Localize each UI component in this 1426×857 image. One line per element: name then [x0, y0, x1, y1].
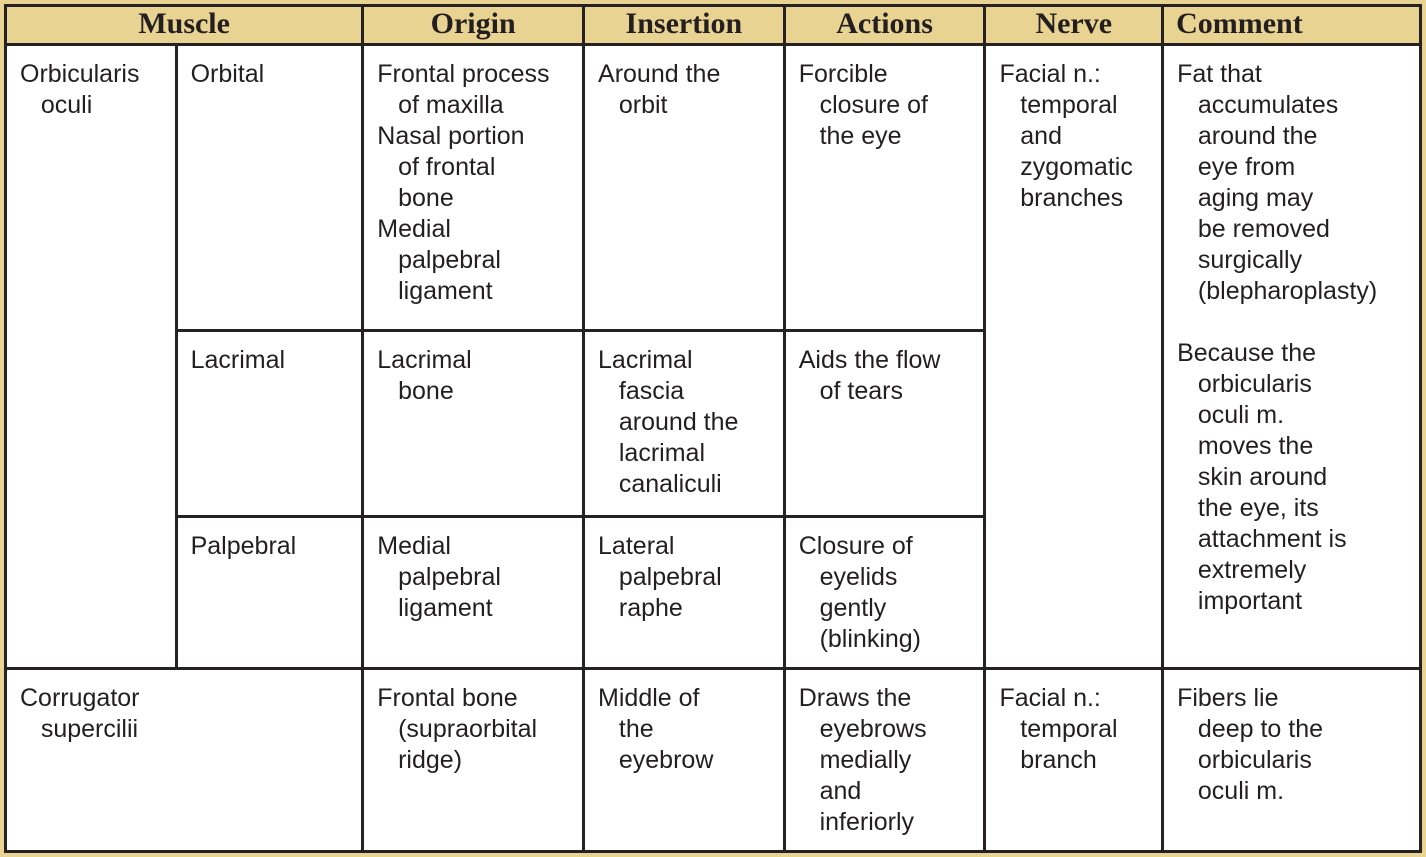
header-insertion: Insertion	[582, 4, 786, 46]
header-actions: Actions	[782, 4, 987, 46]
cell-muscle-orbicularis-oculi: Orbicularis oculi	[4, 43, 178, 670]
header-nerve: Nerve	[983, 4, 1165, 46]
cell-orbicularis-nerve: Facial n.: temporal and zygomatic branch…	[983, 43, 1165, 670]
cell-corrugator-insertion: Middle of the eyebrow	[582, 666, 786, 854]
cell-palpebral-actions: Closure of eyelids gently (blinking)	[782, 515, 987, 670]
cell-orbital-origin: Frontal process of maxilla Nasal portion…	[361, 42, 586, 333]
header-comment: Comment	[1161, 4, 1422, 46]
cell-corrugator-actions: Draws the eyebrows medially and inferior…	[782, 666, 987, 854]
header-muscle: Muscle	[3, 4, 365, 46]
cell-orbital-actions: Forcible closure of the eye	[782, 42, 987, 333]
row-orbicularis-lacrimal: Lacrimal Lacrimal bone Lacrimal fascia a…	[6, 329, 1421, 519]
cell-corrugator-comment: Fibers lie deep to the orbicularis oculi…	[1161, 666, 1422, 854]
cell-palpebral-origin: Medial palpebral ligament	[361, 515, 586, 670]
cell-part-palpebral: Palpebral	[174, 515, 365, 670]
cell-corrugator-nerve: Facial n.: temporal branch	[983, 666, 1165, 854]
row-orbicularis-orbital: Orbicularis oculi Orbital Frontal proces…	[4, 42, 1422, 670]
cell-palpebral-insertion: Lateral palpebral raphe	[582, 515, 786, 670]
facial-muscles-table: Muscle Origin Insertion Actions Nerve Co…	[3, 4, 1422, 854]
row-corrugator: Corrugator supercilii Frontal bone (supr…	[3, 666, 1422, 854]
cell-part-lacrimal: Lacrimal	[174, 329, 365, 519]
header-origin: Origin	[361, 4, 586, 46]
cell-lacrimal-origin: Lacrimal bone	[361, 329, 586, 519]
header-row: Muscle Origin Insertion Actions Nerve Co…	[3, 4, 1422, 46]
cell-orbicularis-comment: Fat that accumulates around the eye from…	[1161, 43, 1422, 670]
cell-lacrimal-actions: Aids the flow of tears	[782, 329, 987, 519]
cell-orbital-insertion: Around the orbit	[582, 42, 786, 333]
cell-lacrimal-insertion: Lacrimal fascia around the lacrimal cana…	[582, 329, 786, 519]
cell-muscle-corrugator-supercilii: Corrugator supercilii	[3, 666, 365, 854]
cell-part-orbital: Orbital	[174, 42, 365, 333]
row-orbicularis-palpebral: Palpebral Medial palpebral ligament Late…	[6, 515, 1421, 670]
cell-corrugator-origin: Frontal bone (supraorbital ridge)	[361, 666, 586, 854]
